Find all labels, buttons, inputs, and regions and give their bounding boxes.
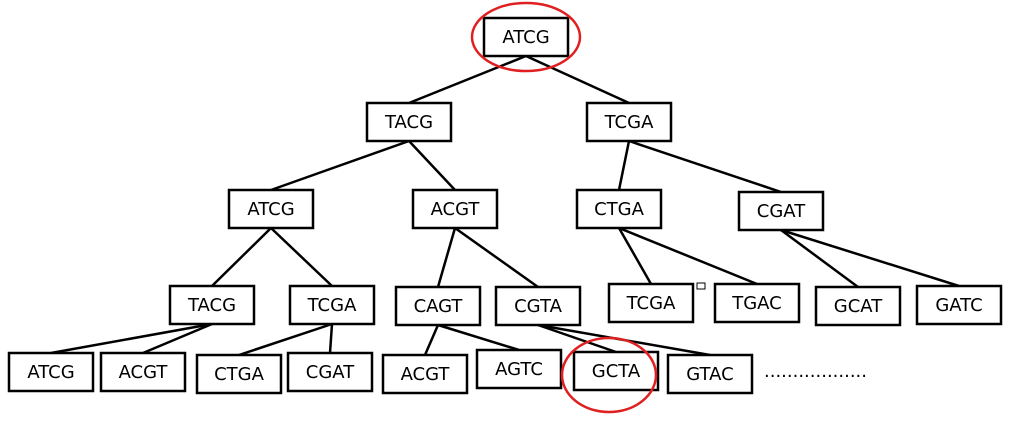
node-box [737, 190, 825, 232]
node-box [286, 351, 374, 393]
node-label: CAGT [414, 296, 464, 317]
highlights [470, 1, 658, 414]
node-label: CTGA [594, 199, 645, 220]
node-label: CGAT [306, 362, 355, 383]
tree-node: ATCG [482, 16, 570, 58]
node-box [607, 282, 695, 324]
node-box [575, 188, 663, 230]
tree-edge [423, 324, 440, 356]
highlight-circle [560, 336, 658, 414]
node-label: TACG [187, 295, 236, 316]
node-label: AGTC [495, 359, 543, 380]
tree-edge [238, 322, 333, 357]
edges [50, 54, 960, 357]
highlight-circle [470, 1, 582, 73]
tree-edge [211, 227, 272, 287]
tree-node: ACGT [381, 353, 469, 395]
node-box [915, 284, 1003, 326]
node-box [288, 284, 376, 326]
node-label: ACGT [119, 362, 169, 383]
tree-node: ATCG [227, 188, 315, 230]
tree-edge [780, 228, 859, 289]
node-box [394, 285, 482, 327]
node-label: ATCG [247, 199, 294, 220]
node-box [7, 351, 95, 393]
small-marker-icon [696, 282, 706, 290]
tree-edge [780, 228, 960, 288]
node-label: GCAT [834, 296, 883, 317]
tree-edge [454, 226, 539, 289]
tree-node: AGTC [475, 348, 563, 390]
continuation-dots: .................. [764, 361, 867, 382]
node-box [365, 101, 453, 143]
tree-node: CGAT [737, 190, 825, 232]
node-label: ATCG [502, 27, 549, 48]
tree-edge [537, 323, 617, 354]
node-box [99, 351, 187, 393]
tree-node: CAGT [394, 285, 482, 327]
tree-edge [328, 323, 334, 354]
tree-node: CGTA [494, 285, 582, 327]
node-label: CTGA [214, 364, 265, 385]
tree-node: GTAC [666, 353, 754, 395]
node-box [572, 350, 660, 392]
tree-node: TACG [365, 101, 453, 143]
tree-edge [618, 226, 758, 286]
node-label: GATC [935, 295, 982, 316]
tree-node: TGAC [713, 282, 801, 324]
tree-edge [628, 139, 782, 194]
node-box [168, 284, 256, 326]
node-box [713, 282, 801, 324]
tree-node: GATC [915, 284, 1003, 326]
tree-edge [270, 139, 410, 192]
node-box [195, 353, 283, 395]
tree-node: ACGT [99, 351, 187, 393]
node-box [585, 101, 673, 143]
tree-node: GCAT [814, 285, 902, 327]
tree-node: TCGA [585, 101, 673, 143]
tree-edge [270, 227, 333, 287]
tree-node: CTGA [195, 353, 283, 395]
node-label: TGAC [731, 293, 782, 314]
nodes: ATCG TACG TCGA ATCG ACGT CTGA CGAT TACG TCGA CAGT… [7, 16, 1003, 395]
node-box [411, 188, 499, 230]
node-box [482, 16, 570, 58]
node-box [381, 353, 469, 395]
tree-node: ATCG [7, 351, 95, 393]
tree-node: TCGA [607, 282, 695, 324]
tree-edge [408, 140, 456, 191]
node-box [814, 285, 902, 327]
tree-node: CTGA [575, 188, 663, 230]
node-label: TACG [384, 112, 433, 133]
node-label: ACGT [401, 364, 451, 385]
tree-node: TCGA [288, 284, 376, 326]
node-label: GCTA [592, 361, 641, 382]
tree-edge [617, 140, 631, 191]
node-label: CGAT [757, 201, 806, 222]
node-box [475, 348, 563, 390]
tree-edge [408, 54, 527, 105]
tree-node: ACGT [411, 188, 499, 230]
node-label: TCGA [626, 293, 676, 314]
tree-edge [617, 227, 653, 285]
node-label: TCGA [307, 295, 357, 316]
tree-edge [437, 323, 520, 352]
tree-node: GCTA [572, 350, 660, 392]
node-label: CGTA [514, 296, 562, 317]
node-label: ACGT [431, 199, 481, 220]
node-label: GTAC [686, 364, 733, 385]
tree-node: CGAT [286, 351, 374, 393]
tree-edge [142, 322, 213, 355]
node-label: TCGA [604, 112, 654, 133]
node-box [227, 188, 315, 230]
node-box [666, 353, 754, 395]
tree-node: TACG [168, 284, 256, 326]
tree-edge [50, 322, 213, 355]
node-box [494, 285, 582, 327]
node-label: ATCG [27, 362, 74, 383]
tree-edge [525, 54, 630, 105]
tree-edge [436, 227, 457, 288]
